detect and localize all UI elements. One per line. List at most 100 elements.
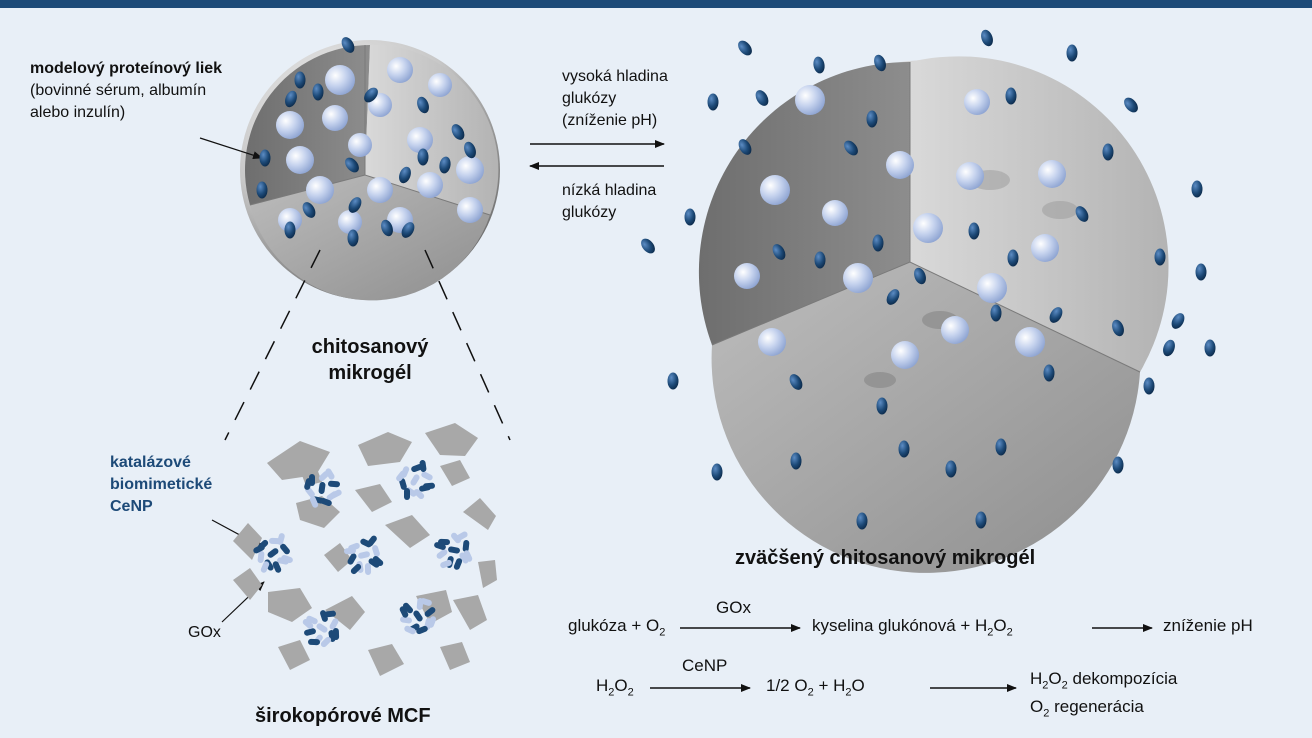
protein-bead — [964, 89, 990, 115]
protein-bead — [407, 127, 433, 153]
gox-particle — [440, 559, 452, 569]
reaction1-enzyme: GOx — [716, 598, 751, 617]
gox-particle — [404, 625, 416, 635]
enzyme-cluster — [434, 531, 473, 570]
cenp-particle — [416, 625, 428, 635]
gox-particle — [456, 531, 468, 541]
cenp-particle — [350, 563, 362, 575]
protein-bead — [325, 65, 355, 95]
high-glucose-line1: vysoká hladina — [562, 68, 668, 85]
silica-piece — [478, 560, 497, 588]
cenp-particle — [347, 553, 357, 565]
protein-bead — [795, 85, 825, 115]
protein-bead — [278, 208, 302, 232]
drug-molecule — [348, 197, 362, 213]
drug-molecule — [641, 238, 655, 254]
cenp-particle — [411, 463, 423, 473]
drug-molecule — [755, 90, 769, 106]
drug-molecule — [1143, 377, 1155, 395]
silica-piece — [425, 423, 478, 456]
protein-bead — [417, 172, 443, 198]
cenp-particle — [419, 460, 427, 472]
gox-particle — [400, 616, 412, 624]
silica-piece — [463, 498, 496, 530]
drug-molecule — [1204, 339, 1216, 357]
cenp-particle — [267, 548, 279, 558]
protein-bead — [276, 111, 304, 139]
silica-piece — [453, 595, 487, 630]
reaction2-catalyst: CeNP — [682, 656, 728, 675]
cenp-particle — [280, 543, 290, 555]
gox-particle — [427, 616, 437, 628]
gox-particle — [358, 551, 370, 559]
silica-piece — [233, 523, 262, 560]
drug-molecules — [256, 29, 1216, 530]
protein-bead — [760, 175, 790, 205]
protein-bead — [843, 263, 873, 293]
drug-molecule — [1112, 319, 1124, 337]
cenp-particle — [453, 558, 463, 570]
protein-bead — [322, 105, 348, 131]
enzyme-cluster — [302, 610, 340, 648]
protein-bead — [1038, 160, 1066, 188]
silica-piece — [368, 644, 404, 676]
drug-molecule — [876, 397, 888, 415]
protein-bead — [348, 133, 372, 157]
gox-particle — [451, 532, 461, 544]
silica-piece — [358, 432, 412, 466]
enlarged-microgel — [698, 56, 1169, 573]
drug-molecule — [1195, 263, 1207, 281]
drug-molecule — [284, 221, 296, 239]
protein-bead — [891, 341, 919, 369]
gox-label: GOx — [188, 624, 221, 641]
gox-particle — [459, 552, 469, 564]
catalase-line2: biomimetické — [110, 476, 213, 493]
drug-molecule — [1124, 97, 1138, 113]
cenp-particle — [404, 488, 410, 500]
microgel-line1: chitosanový — [311, 336, 429, 358]
drug-molecule — [995, 438, 1007, 456]
cenp-particle — [253, 544, 265, 554]
drug-molecule — [707, 93, 719, 111]
protein-bead — [457, 197, 483, 223]
protein-bead — [734, 263, 760, 289]
catalase-line1: katalázové — [110, 454, 191, 471]
protein-bead — [286, 146, 314, 174]
protein-bead — [913, 213, 943, 243]
drug-molecule — [874, 54, 886, 72]
drug-molecule — [259, 149, 271, 167]
drug-molecule — [1154, 248, 1166, 266]
drug-molecule — [738, 40, 752, 56]
cenp-particle — [318, 482, 326, 494]
drug-molecule — [711, 463, 723, 481]
gox-particle — [320, 636, 332, 648]
cenp-particle — [448, 546, 460, 554]
drug-molecule — [856, 512, 868, 530]
drug-molecule — [1163, 339, 1175, 357]
mcf-label: širokopórové MCF — [255, 705, 431, 727]
protein-bead — [387, 57, 413, 83]
protein-bead — [1015, 327, 1045, 357]
drug-molecule — [813, 56, 825, 74]
enzyme-cluster — [399, 598, 437, 635]
cenp-particle — [413, 610, 423, 622]
drug-molecule — [381, 219, 393, 237]
drug-molecule — [345, 157, 359, 173]
protein-bead — [338, 210, 362, 234]
silica-piece — [278, 640, 310, 670]
silica-piece — [440, 642, 470, 670]
silica-piece — [233, 568, 262, 600]
top-bar — [0, 0, 1312, 8]
reaction1-reactants: glukóza + O2 — [568, 616, 666, 639]
cenp-particle — [424, 607, 436, 617]
low-glucose-line1: nízká hladina — [562, 182, 657, 199]
protein-bead — [367, 177, 393, 203]
cenp-particle — [324, 610, 336, 618]
cenp-particle — [434, 542, 446, 550]
protein-drug-line1: (bovinné sérum, albumín — [30, 82, 207, 99]
gox-particle — [329, 618, 339, 630]
gox-particle — [396, 470, 406, 482]
enzyme-cluster — [304, 468, 342, 508]
gox-particle — [281, 555, 293, 563]
protein-bead — [886, 151, 914, 179]
